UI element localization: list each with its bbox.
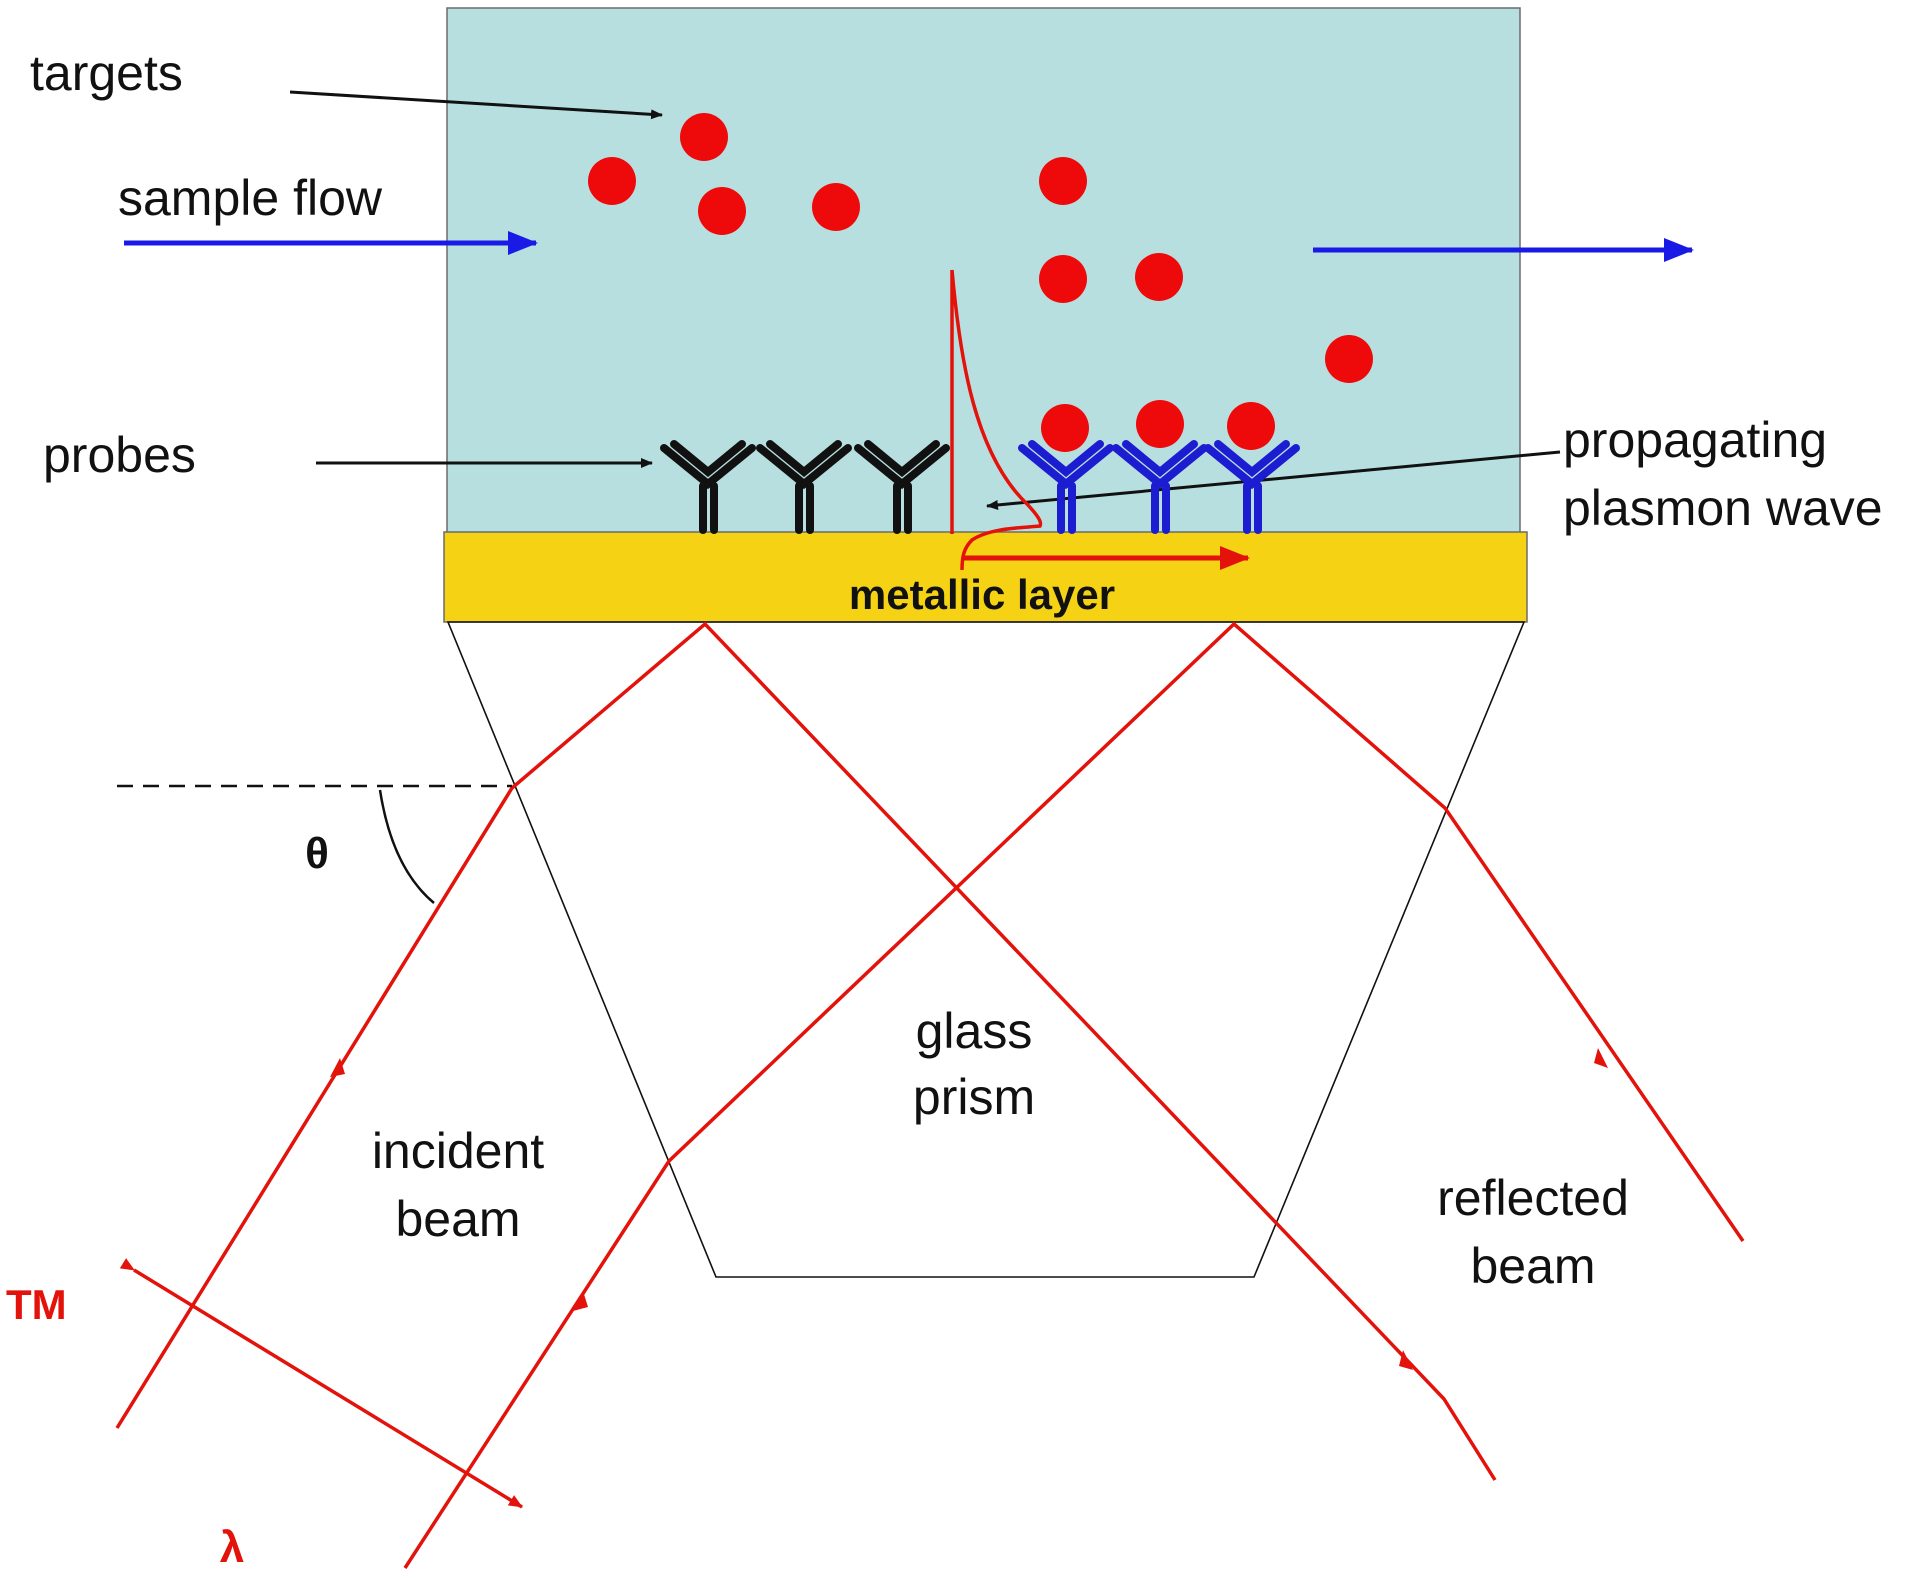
- plasmon-pointer-arrow: [986, 450, 1561, 510]
- target-molecule-icon: [1039, 157, 1087, 205]
- target-molecule-icon: [1135, 253, 1183, 301]
- label-probes: probes: [43, 427, 196, 483]
- bound-targets: [1041, 400, 1275, 452]
- label-reflected-line2: beam: [1470, 1238, 1595, 1294]
- incident-direction-icon: [573, 1291, 588, 1311]
- target-molecule-icon: [1227, 402, 1275, 450]
- label-theta: θ: [305, 829, 329, 878]
- label-plasmon-line2: plasmon wave: [1563, 480, 1883, 536]
- target-molecule-icon: [680, 113, 728, 161]
- targets-pointer-arrow: [289, 90, 663, 120]
- sample-chamber: [446, 7, 1521, 535]
- incident-direction-icon: [330, 1058, 345, 1077]
- label-incident-line1: incident: [372, 1123, 544, 1179]
- y-antibody-icon: [756, 440, 852, 534]
- y-antibody-icon: [1204, 440, 1300, 534]
- target-molecule-icon: [1325, 335, 1373, 383]
- target-molecule-icon: [1039, 255, 1087, 303]
- y-antibody-icon: [1018, 440, 1114, 534]
- label-plasmon-line1: propagating: [1563, 412, 1827, 468]
- reflected-direction-icon: [1594, 1048, 1608, 1068]
- theta-angle-arc: [378, 789, 435, 904]
- free-targets: [588, 113, 1373, 383]
- target-molecule-icon: [1136, 400, 1184, 448]
- label-lambda: λ: [220, 1523, 244, 1572]
- label-targets: targets: [30, 45, 183, 101]
- glass-prism: [446, 621, 1526, 1278]
- y-antibody-icon: [1112, 440, 1208, 534]
- beam-direction-marks: [330, 1048, 1608, 1370]
- metallic-layer: [443, 531, 1528, 623]
- label-incident-line2: beam: [395, 1191, 520, 1247]
- y-antibody-icon: [660, 440, 756, 534]
- bound-probes: [1018, 440, 1300, 534]
- unbound-probes: [660, 440, 950, 534]
- label-sample-flow: sample flow: [118, 170, 383, 226]
- target-molecule-icon: [1041, 404, 1089, 452]
- incident-beam-left: [115, 621, 1497, 1481]
- incident-beam-right: [403, 621, 1745, 1569]
- label-reflected-line1: reflected: [1437, 1170, 1629, 1226]
- label-metallic-layer: metallic layer: [849, 571, 1115, 618]
- y-antibody-icon: [854, 440, 950, 534]
- evanescent-field-curve: [950, 269, 1043, 571]
- target-molecule-icon: [812, 183, 860, 231]
- label-glass-line1: glass: [916, 1003, 1033, 1059]
- target-molecule-icon: [698, 187, 746, 235]
- label-glass-line2: prism: [913, 1069, 1035, 1125]
- reflected-direction-icon: [1399, 1350, 1413, 1370]
- tm-polarization-arrow: [119, 1258, 523, 1509]
- target-molecule-icon: [588, 157, 636, 205]
- label-tm: TM: [6, 1281, 67, 1328]
